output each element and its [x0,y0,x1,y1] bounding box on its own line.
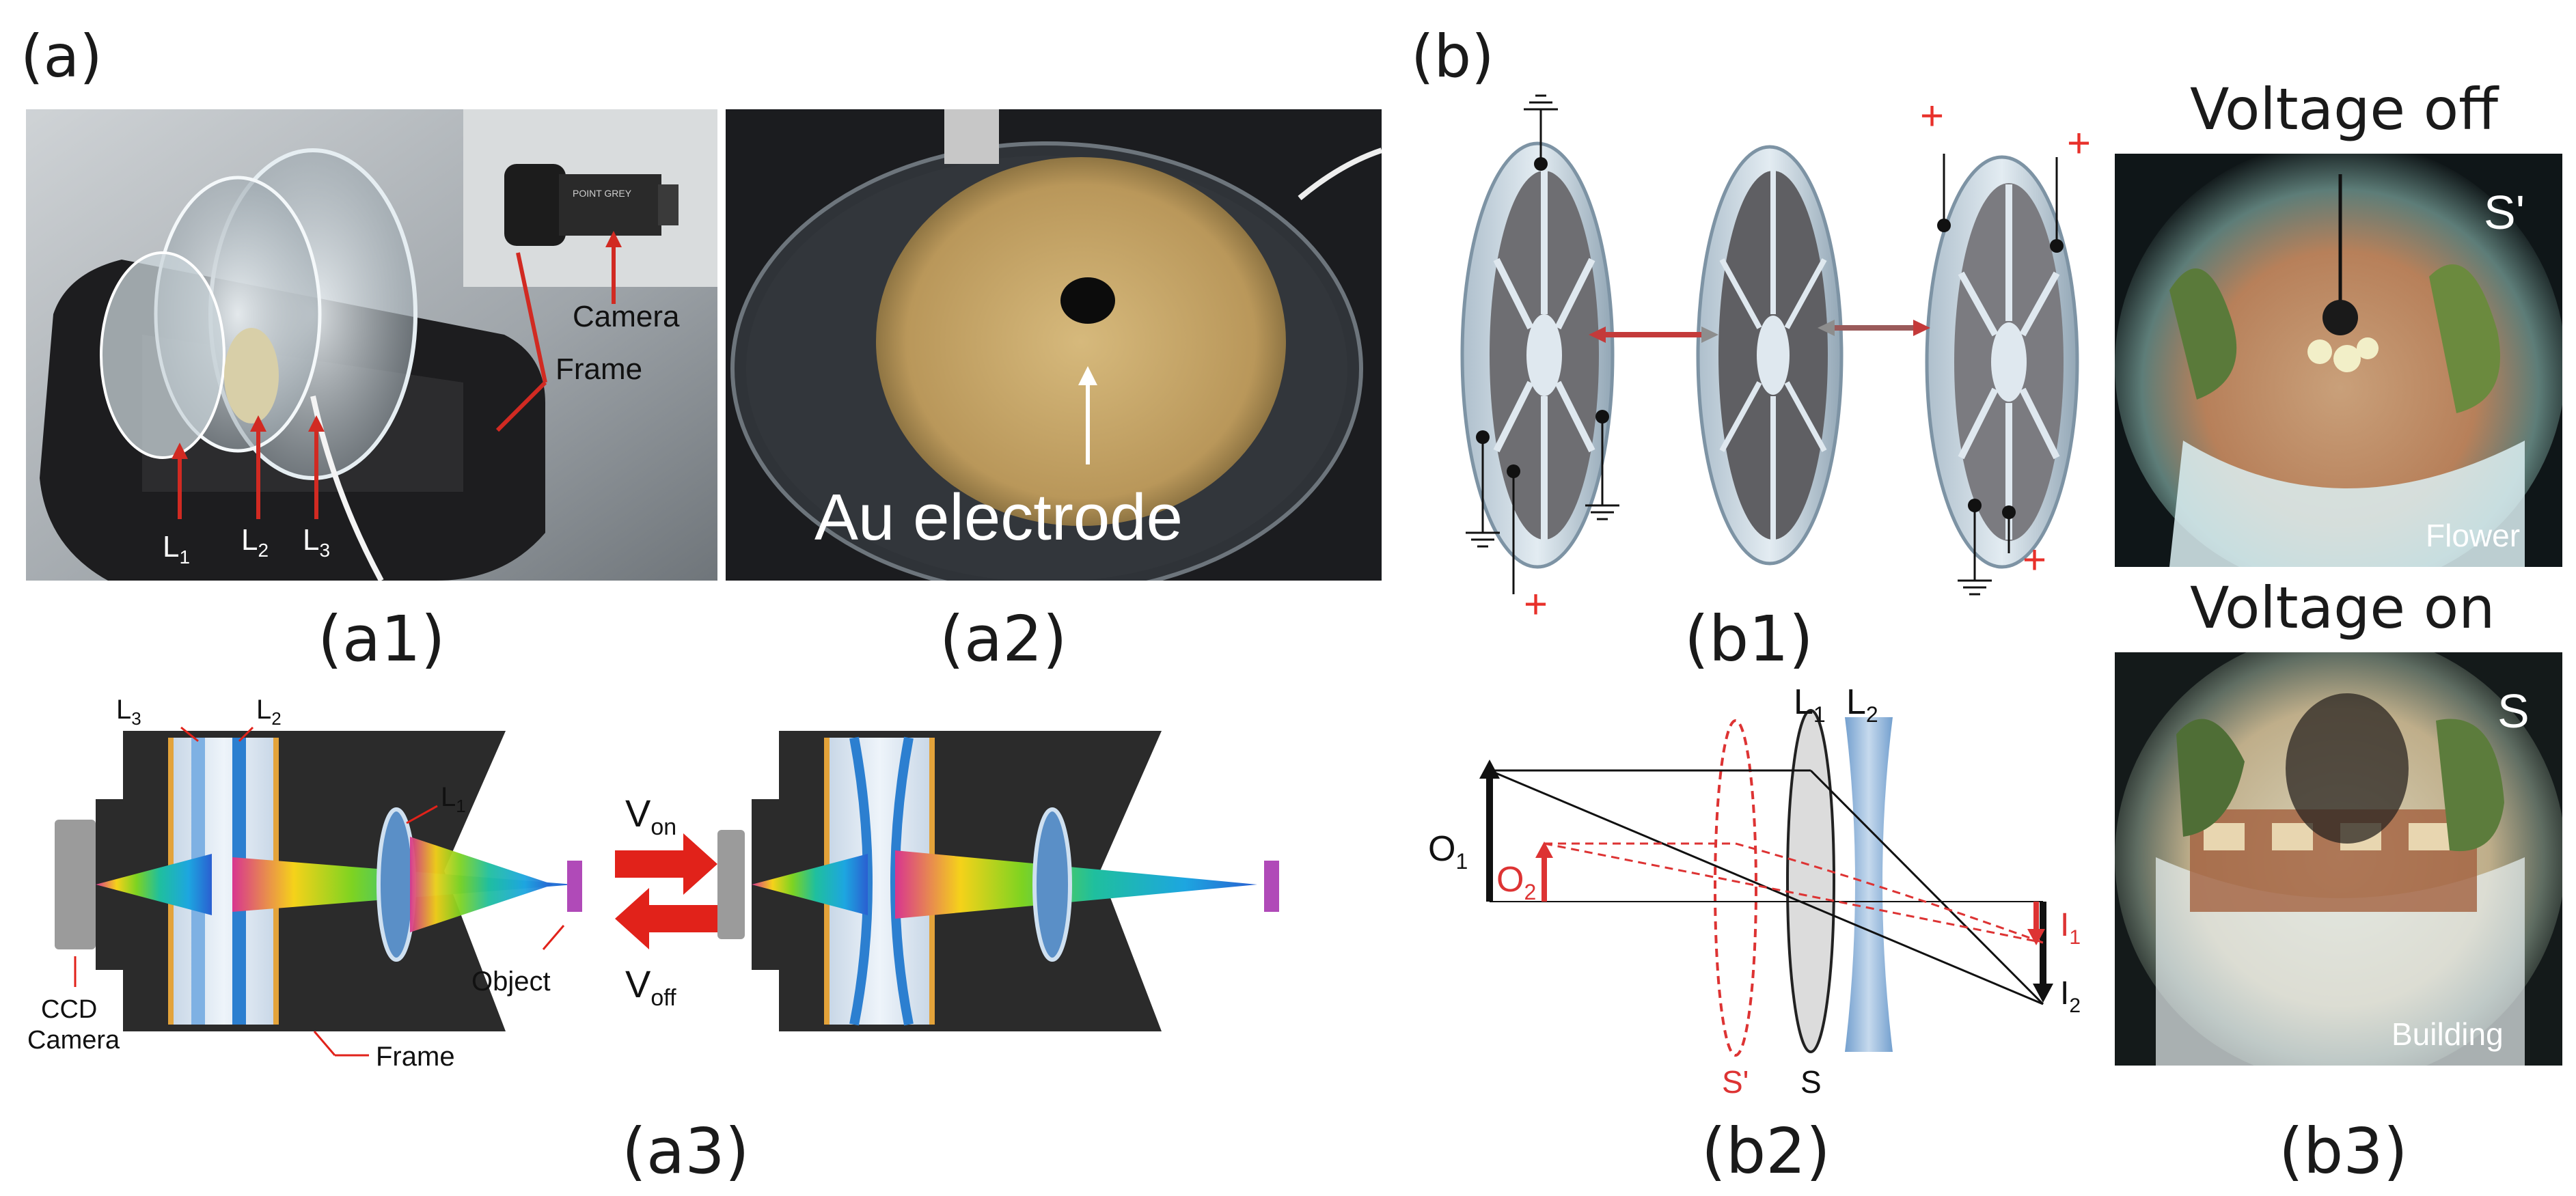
s-prime-photo-label: S' [2484,186,2525,239]
panel-label-b3: (b3) [2279,1115,2408,1188]
photo-a1-prototype: POINT GREY Camera Frame L1 L2 L3 [26,109,717,581]
photo-a2-electrode: Au electrode [726,109,1382,581]
building-label: Building [2392,1016,2504,1052]
s-prime-lens-label: S' [1722,1064,1749,1100]
au-electrode-label: Au electrode [814,481,1183,554]
diagram-b2-ray-trace: O1 O2 L1 L2 I1 I2 S' S [1428,682,2111,1107]
v-off-label: Voff [625,962,676,1011]
plate-left [1460,141,1615,569]
s-photo-label: S [2497,684,2530,738]
ccd-camera-label: Camera [27,1026,120,1055]
object-label: Object [471,966,551,997]
panel-label-b1: (b1) [1684,602,1813,676]
o2-label: O2 [1496,860,1536,904]
camera-brand-text: POINT GREY [573,188,632,199]
b2-l2-label: L2 [1846,683,1878,727]
voltage-off-title: Voltage off [2190,76,2499,143]
plate-right [1925,155,2079,569]
panel-label-b2: (b2) [1701,1115,1831,1188]
plus-sign-4: + [2023,537,2046,583]
i2-label: I2 [2060,975,2081,1017]
o1-label: O1 [1428,829,1468,874]
s-lens-label: S [1800,1064,1822,1100]
panel-label-a3: (a3) [622,1115,750,1188]
device-off-state [55,731,582,1031]
diagram-b1-plates: + + + + [1442,89,2118,627]
v-on-label: Von [625,792,676,840]
panel-label-b: (b) [1411,23,1494,91]
ccd-label: CCD [41,995,97,1024]
i1-label: I1 [2060,907,2081,949]
a3-l3-label: L3 [116,695,141,729]
lens-l3-label: L3 [303,523,330,561]
photo-b3-flower: S' Flower [2115,154,2562,567]
frame-label: Frame [556,352,642,386]
b2-l1-label: L1 [1794,683,1826,727]
plus-sign-2: + [1920,93,1944,139]
schematic-a3-optical-path: Von Voff L3 L2 L1 CCD Camera Frame [27,676,1421,1100]
plate-middle [1696,145,1844,566]
voltage-on-title: Voltage on [2190,574,2495,641]
plus-sign-3: + [2067,120,2091,166]
a3-frame-label: Frame [376,1042,455,1072]
camera-label: Camera [573,300,680,333]
lens-l2-label: L2 [241,523,269,561]
plus-sign-1: + [1524,581,1548,622]
a3-l2-label: L2 [256,695,282,729]
flower-label: Flower [2426,518,2520,553]
a3-l1-label: L1 [441,782,466,816]
panel-label-a2: (a2) [940,602,1067,676]
panel-label-a1: (a1) [318,602,446,676]
photo-b3-building: S Building [2115,652,2562,1066]
panel-label-a: (a) [20,23,102,91]
device-on-state [717,731,1279,1031]
lens-l1-label: L1 [163,530,190,568]
